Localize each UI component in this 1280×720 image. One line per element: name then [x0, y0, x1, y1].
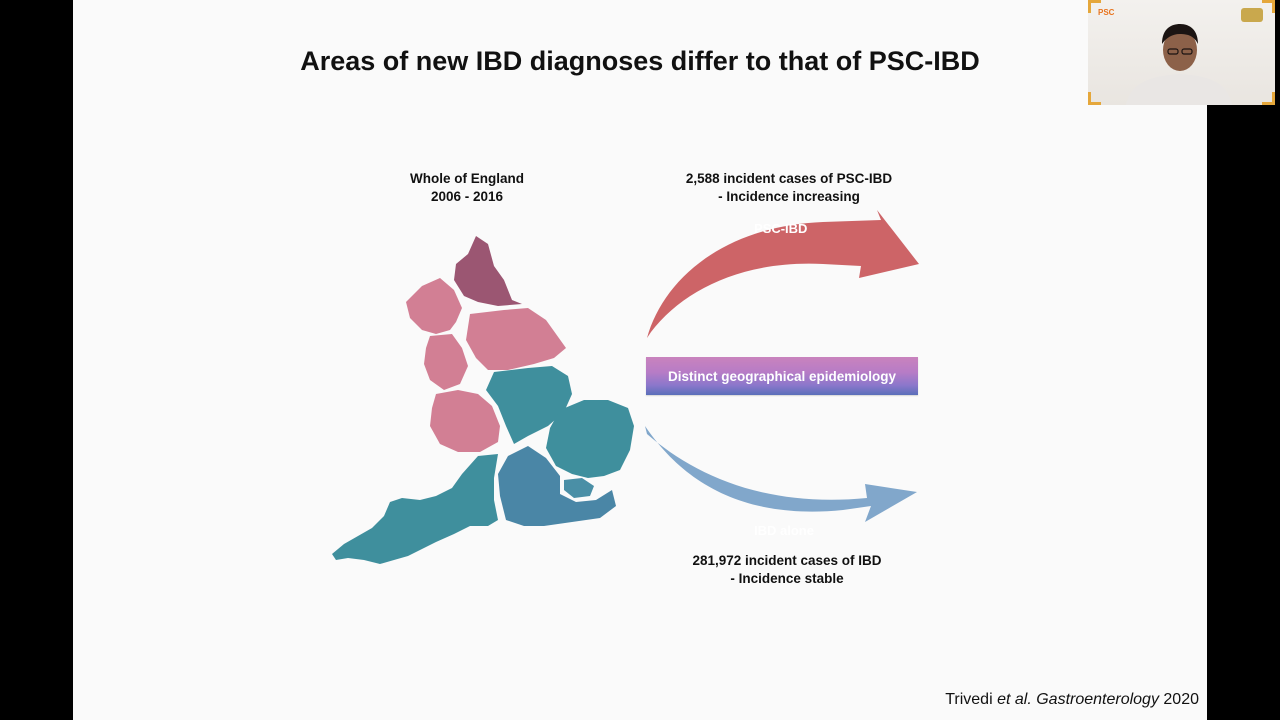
region-north-west-lower [424, 334, 468, 390]
speaker-video-thumbnail[interactable]: PSC [1088, 0, 1275, 105]
region-east-midlands [486, 366, 572, 444]
citation-author: Trivedi [945, 691, 998, 708]
psc-ibd-caption: 2,588 incident cases of PSC-IBD - Incide… [669, 170, 909, 206]
citation: Trivedi et al. Gastroenterology 2020 [945, 691, 1199, 709]
region-london [564, 478, 594, 498]
presentation-slide: Areas of new IBD diagnoses differ to tha… [73, 0, 1207, 720]
ibd-trend: - Incidence stable [730, 571, 844, 586]
region-yorkshire [466, 308, 566, 370]
map-caption: Whole of England 2006 - 2016 [373, 170, 561, 206]
citation-etal: et al. [997, 691, 1032, 708]
psc-ibd-arrow [647, 210, 919, 338]
conference-logo: PSC [1098, 8, 1115, 17]
trend-arrows [645, 210, 919, 522]
ibd-alone-caption: 281,972 incident cases of IBD - Incidenc… [669, 552, 905, 588]
ibd-case-count: 281,972 incident cases of IBD [692, 553, 882, 568]
speaker-avatar [1126, 24, 1232, 105]
region-west-midlands [430, 390, 500, 452]
ibd-alone-arrow [645, 426, 917, 522]
region-south-west [332, 454, 498, 564]
sponsor-logo [1241, 8, 1263, 22]
region-north-east [454, 236, 522, 306]
england-region-map [332, 236, 634, 564]
psc-ibd-case-count: 2,588 incident cases of PSC-IBD [685, 171, 893, 186]
map-caption-years: 2006 - 2016 [430, 189, 504, 204]
region-south-east [498, 446, 616, 526]
region-east-england [546, 400, 634, 478]
distinct-epidemiology-box: Distinct geographical epidemiology [646, 357, 918, 395]
ibd-alone-arrow-label: IBD alone [754, 523, 814, 538]
psc-ibd-trend: - Incidence increasing [718, 189, 860, 204]
psc-ibd-arrow-label: PSC-IBD [754, 221, 808, 236]
map-caption-region: Whole of England [410, 171, 524, 186]
slide-title: Areas of new IBD diagnoses differ to tha… [300, 46, 980, 76]
citation-year: 2020 [1158, 691, 1199, 708]
citation-journal: Gastroenterology [1036, 691, 1159, 708]
region-north-west [406, 278, 462, 334]
